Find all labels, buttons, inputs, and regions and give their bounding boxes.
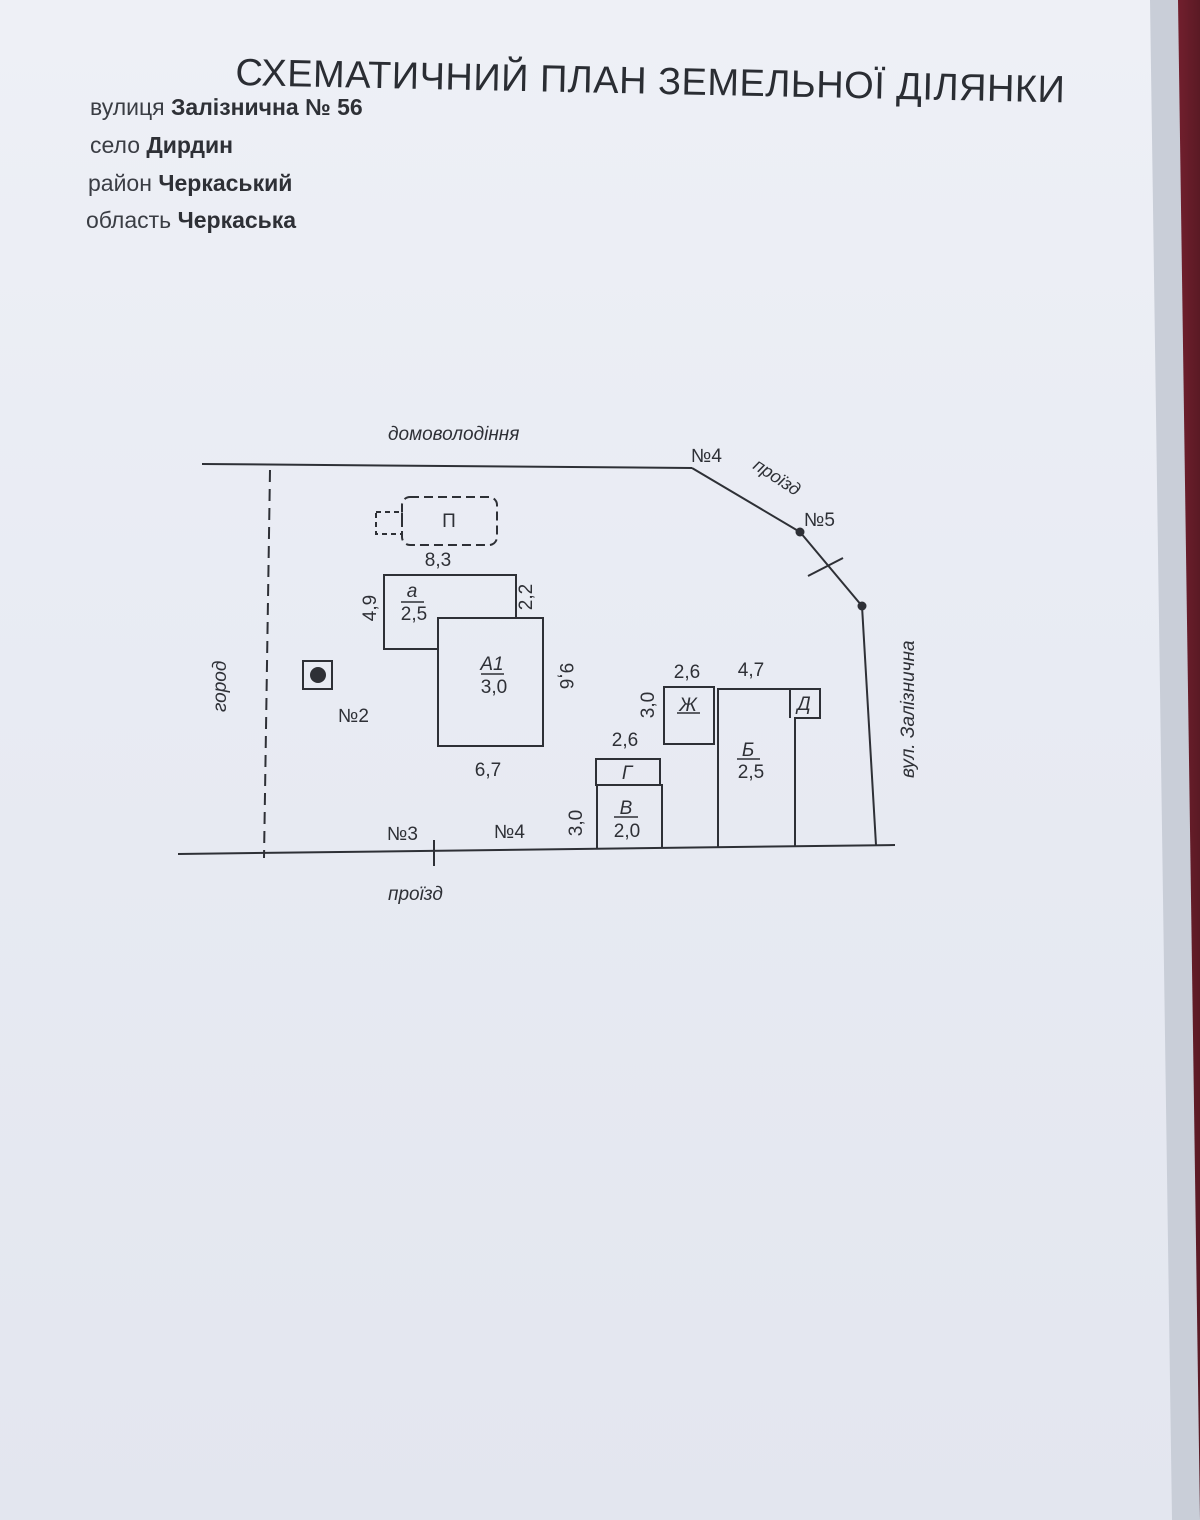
building-v (596, 784, 663, 848)
dim-3-0-zh: 3,0 (638, 692, 659, 718)
boundary-tick-right (807, 557, 844, 577)
district-value: Черкаський (158, 170, 293, 196)
address-district: район Черкаський (88, 170, 292, 197)
street-value: Залізнична № 56 (171, 94, 363, 120)
dim-9-6: 9,6 (555, 663, 576, 689)
point-corner-marker (857, 601, 867, 611)
dim-2-6-g: 2,6 (612, 730, 638, 751)
building-p (401, 496, 498, 546)
label-point-4-top: №4 (691, 446, 722, 467)
building-zh (663, 686, 715, 745)
label-neighbor-top: домоволодіння (388, 424, 519, 445)
district-label: район (88, 170, 152, 196)
label-building-b: Б (742, 740, 754, 761)
label-point-3: №3 (387, 824, 418, 845)
label-building-a1-height: 3,0 (481, 677, 507, 698)
label-building-v-height: 2,0 (614, 821, 640, 842)
paper-sheet (0, 0, 1172, 1520)
boundary-top (201, 463, 693, 469)
dim-8-3: 8,3 (425, 550, 451, 571)
dim-4-9: 4,9 (360, 595, 381, 621)
region-label: область (86, 207, 172, 233)
dim-4-7: 4,7 (738, 660, 764, 681)
label-building-p: П (442, 511, 456, 532)
dim-3-0-v: 3,0 (566, 810, 587, 836)
point-5-marker (795, 527, 805, 537)
boundary-bottom (177, 844, 896, 855)
street-label: вулиця (90, 94, 165, 120)
label-neighbor-top-right: проїзд (750, 455, 805, 500)
village-label: село (90, 132, 140, 158)
building-p-annex (375, 511, 403, 535)
label-building-zh: Ж (678, 695, 698, 716)
dim-6-7: 6,7 (475, 760, 501, 781)
label-building-g: Г (622, 763, 634, 784)
label-point-4-bottom: №4 (494, 822, 525, 843)
label-neighbor-left: город (210, 661, 231, 712)
dim-2-6-top: 2,6 (674, 662, 700, 683)
well-frame (302, 660, 333, 690)
label-building-a-height: 2,5 (401, 604, 427, 625)
label-neighbor-right: вул. Залізнична (898, 640, 919, 778)
address-village: село Дирдин (90, 132, 233, 159)
region-value: Черкаська (177, 207, 297, 233)
village-value: Дирдин (146, 132, 234, 158)
label-point-2: №2 (338, 706, 369, 727)
label-neighbor-bottom: проїзд (388, 884, 443, 905)
address-region: область Черкаська (86, 207, 296, 234)
label-building-b-height: 2,5 (738, 762, 764, 783)
building-a1 (437, 617, 544, 747)
label-building-v: В (620, 798, 633, 819)
label-point-5: №5 (804, 510, 835, 531)
dim-2-2: 2,2 (516, 584, 537, 610)
well-icon (310, 667, 326, 683)
address-street: вулиця Залізнична № 56 (90, 94, 363, 121)
building-a (383, 574, 517, 650)
boundary-left-dashed (263, 469, 271, 859)
label-building-a1: А1 (479, 654, 503, 675)
building-b (717, 688, 821, 848)
boundary-right (691, 467, 877, 846)
label-building-d: Д (795, 694, 810, 715)
label-building-a: а (407, 581, 418, 602)
